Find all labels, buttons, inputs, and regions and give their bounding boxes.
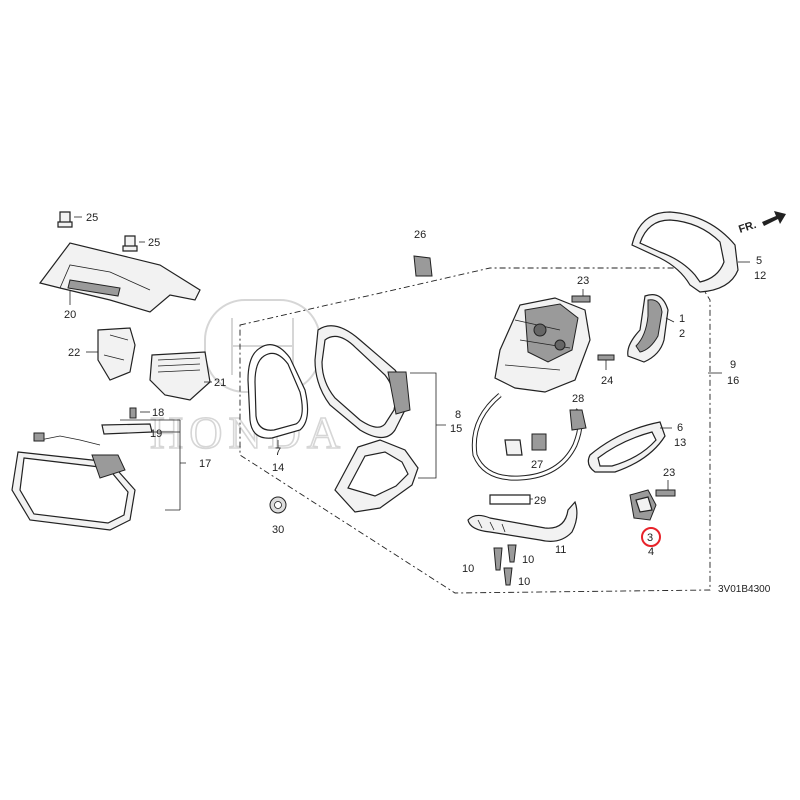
front-label: FR.: [737, 219, 758, 236]
callout-28: 28: [572, 393, 584, 405]
part-3-4-sensor: [629, 489, 657, 521]
callout-22: 22: [68, 347, 80, 359]
callout-8: 8: [455, 409, 461, 421]
callout-10a: 10: [522, 554, 534, 566]
part-17-bracket-lead: [120, 419, 186, 511]
callout-29: 29: [534, 495, 546, 507]
part-23-screw-bottom: [655, 480, 676, 497]
callout-2: 2: [679, 328, 685, 340]
part-8-15-bracket-lead: [410, 372, 446, 479]
callout-27: 27: [531, 459, 543, 471]
wire-harness: [471, 393, 583, 481]
part-1-2-turn-signal: [627, 294, 675, 363]
callout-24: 24: [601, 375, 613, 387]
part-25-clip-second: [122, 235, 145, 252]
part-10-screw-b: [507, 544, 517, 563]
callout-30: 30: [272, 524, 284, 536]
part-21-lower-cover: [149, 351, 212, 401]
callout-26: 26: [414, 229, 426, 241]
part-11-trim-strip: [467, 500, 578, 542]
part-7-mirror-glass: [247, 344, 309, 448]
callout-9: 9: [730, 359, 736, 371]
callout-25b: 25: [148, 237, 160, 249]
front-arrow-icon: [762, 211, 786, 226]
callout-10b: 10: [462, 563, 474, 575]
callout-13: 13: [674, 437, 686, 449]
part-10-screw-a: [493, 547, 503, 571]
part-30-grommet: [269, 496, 287, 514]
watermark-wordmark: HONDA: [150, 407, 346, 458]
callout-25a: 25: [86, 212, 98, 224]
assembly-boundary: [239, 267, 711, 594]
callout-12: 12: [754, 270, 766, 282]
callout-23a: 23: [577, 275, 589, 287]
part-10-screw-c: [503, 567, 513, 586]
callout-20: 20: [64, 309, 76, 321]
callout-4: 4: [648, 546, 654, 558]
part-22-bracket: [86, 327, 136, 381]
callout-10c: 10: [518, 576, 530, 588]
callout-6: 6: [677, 422, 683, 434]
callout-14: 14: [272, 462, 284, 474]
part-19-bracket-strip: [101, 423, 172, 435]
callout-15: 15: [450, 423, 462, 435]
part-5-12-mirror-cap: [631, 211, 750, 293]
callout-23b: 23: [663, 467, 675, 479]
part-28-clip: [569, 409, 587, 431]
part-26-clip: [413, 255, 433, 277]
callout-7: 7: [275, 446, 281, 458]
part-24-screw: [597, 354, 615, 370]
part-25-clip-top: [57, 211, 82, 228]
connector: [504, 439, 523, 456]
part-15-lower-trim: [334, 439, 419, 513]
part-23-screw-top: [571, 289, 591, 303]
part-29-strip: [489, 494, 533, 505]
callout-11: 11: [555, 544, 566, 556]
front-direction-indicator: FR.: [737, 211, 786, 236]
callout-17: 17: [199, 458, 211, 470]
callout-19: 19: [150, 428, 162, 440]
part-27-clip: [531, 433, 547, 451]
part-17-mirror-assembly: [11, 432, 136, 531]
callout-3-highlighted[interactable]: 3: [641, 527, 661, 547]
mirror-base-actuator: [494, 297, 591, 393]
callout-16: 16: [727, 375, 739, 387]
callout-21: 21: [214, 377, 226, 389]
part-6-13-lower-cover: [587, 421, 672, 473]
diagram-code: 3V01B4300: [718, 584, 771, 595]
callout-1: 1: [679, 313, 685, 325]
callout-18: 18: [152, 407, 164, 419]
part-8-mirror-holder: [314, 325, 411, 439]
part-20-cover: [38, 242, 201, 313]
part-18-screw: [129, 407, 150, 419]
callout-3[interactable]: 3: [647, 532, 653, 544]
callout-5: 5: [756, 255, 762, 267]
highlight-circle: [641, 527, 661, 547]
honda-watermark: HONDA: [149, 299, 346, 459]
